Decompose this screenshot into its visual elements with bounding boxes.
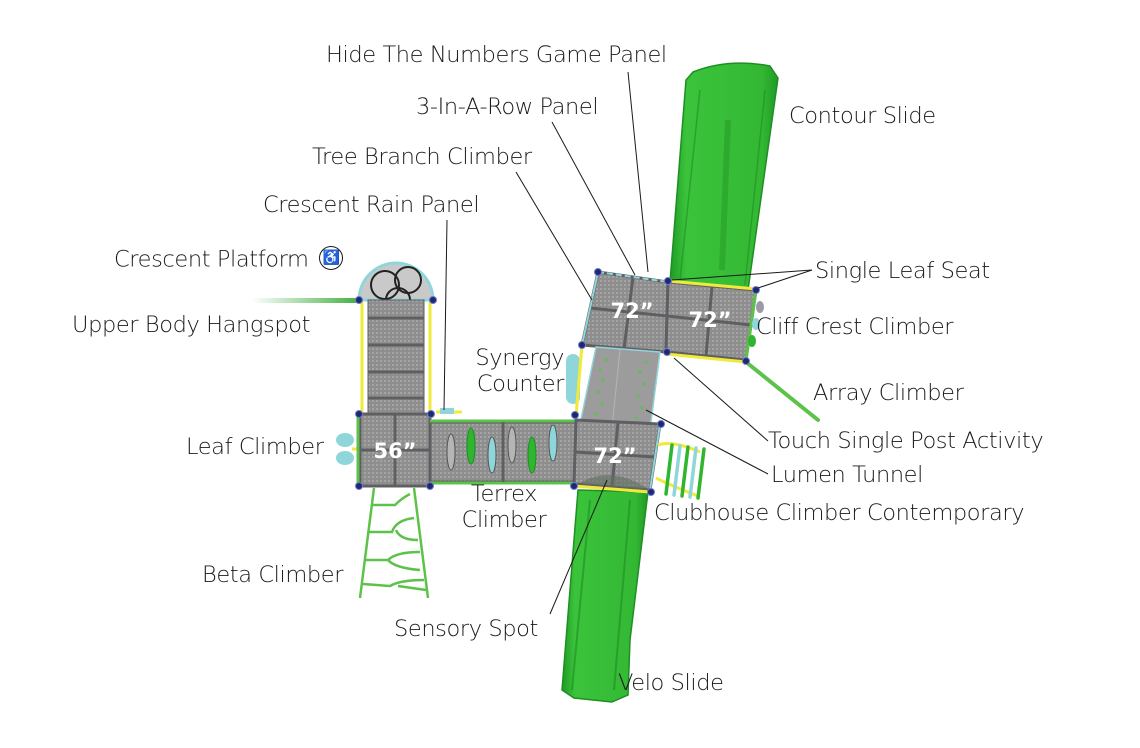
label-single-leaf-seat: Single Leaf Seat [815,258,990,284]
label-cliff-crest-climber: Cliff Crest Climber [756,314,954,340]
label-tree-branch-climber: Tree Branch Climber [312,144,532,170]
label-3-in-a-row-panel: 3-In-A-Row Panel [416,94,599,120]
transfer-bridge [360,299,432,415]
clubhouse-climber [655,442,706,500]
deck-height-72-upper-left: 72” [610,299,653,323]
deck-height-72-lower: 72” [593,444,636,468]
label-leaf-climber: Leaf Climber [186,434,324,460]
label-beta-climber: Beta Climber [202,562,344,588]
label-sensory-spot: Sensory Spot [394,616,538,642]
deck-72-lower: 72” [572,418,662,494]
contour-slide [669,62,779,291]
label-contour-slide: Contour Slide [789,103,936,129]
label-crescent-rain-panel: Crescent Rain Panel [263,192,480,218]
posts [355,268,760,496]
label-upper-body-hangspot: Upper Body Hangspot [72,312,310,338]
wheelchair-accessible-icon: ♿ [319,246,344,270]
label-array-climber: Array Climber [813,380,964,406]
label-lumen-tunnel: Lumen Tunnel [771,462,923,488]
leader-lines [443,71,813,615]
label-velo-slide: Velo Slide [618,670,724,696]
lumen-tunnel [579,346,661,431]
synergy-counter [566,344,584,417]
label-crescent-platform: Crescent Platform ♿ [114,246,344,273]
label-crescent-platform-text: Crescent Platform [114,246,309,273]
deck-56: 56” [356,412,432,488]
label-clubhouse-climber: Clubhouse Climber Contemporary [654,500,1025,526]
deck-72-upper-left: 72” [580,270,670,354]
array-climber [744,360,820,422]
velo-slide [561,489,649,703]
deck-72-upper-right: 72” [664,279,758,364]
cliff-crest-climber [748,301,764,347]
label-hide-numbers-panel: Hide The Numbers Game Panel [326,42,667,68]
terrex-climber [428,419,578,485]
label-terrex-climber: Terrex Climber [461,481,547,533]
beta-climber [358,487,430,599]
label-touch-single-post: Touch Single Post Activity [768,428,1044,454]
crescent-platform [357,261,435,313]
deck-height-72-upper-right: 72” [688,308,731,332]
upper-body-hangspot [252,298,358,303]
label-synergy-counter: Synergy Counter [475,345,564,397]
deck-height-56: 56” [373,439,416,463]
crescent-rain-panel [436,408,462,414]
leaf-climber [336,433,358,465]
